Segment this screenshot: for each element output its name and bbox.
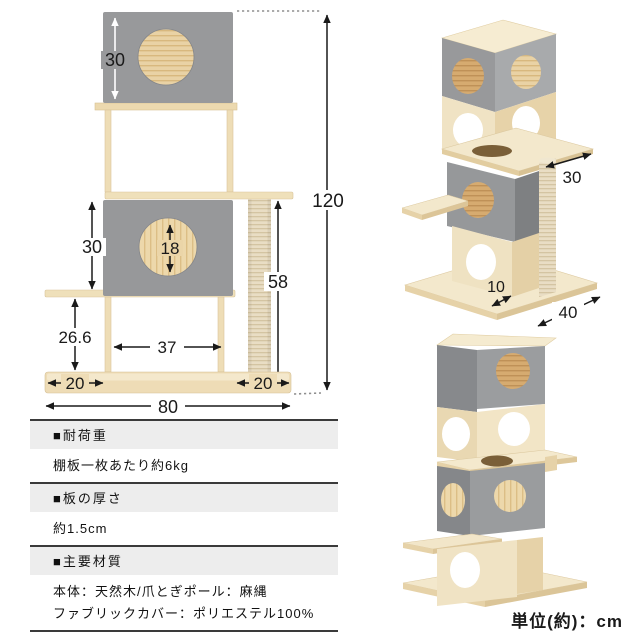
dim-label-bg <box>310 190 345 210</box>
scratching-pole <box>248 199 271 373</box>
dim-label-shelf-depth: 30 <box>563 168 582 187</box>
spec-value-load-capacity: 棚板一枚あたり約6kg <box>30 449 338 484</box>
dim-label-bg <box>150 338 184 356</box>
unit-note: 単位(約)：cm <box>511 612 623 631</box>
dim-label-pole-height: 58 <box>268 272 288 292</box>
cube-hole <box>496 353 530 389</box>
dim-label-top-box-height: 30 <box>105 50 125 70</box>
spec-materials-line2: ファブリックカバー：ポリエステル100% <box>53 606 315 621</box>
frame-right-stile <box>226 109 234 193</box>
spec-materials-line1: 本体：天然木/爪とぎポール：麻縄 <box>53 584 268 599</box>
spec-header-load-capacity: ■耐荷重 <box>30 421 338 449</box>
dim-label-lower-box-height: 30 <box>82 237 102 257</box>
front-view-diagram: 30 58 18 30 26.6 37 <box>44 10 345 417</box>
mid-front-hole <box>498 412 530 446</box>
shelf-hole <box>481 455 513 467</box>
dim-line-board-depth <box>491 295 512 307</box>
dim-label-bg <box>78 238 106 256</box>
upper-right-shelf <box>104 191 294 200</box>
mid-shelf-edge <box>422 201 468 220</box>
dim-label-base-center: 37 <box>158 338 177 357</box>
lower-left-post <box>104 296 112 373</box>
dim-label-base-right: 20 <box>254 374 273 393</box>
lower-left-shelf-edge <box>403 543 433 554</box>
lower-panel-side <box>517 537 543 594</box>
cube-left-hole <box>452 58 484 94</box>
dim-label-total-height: 120 <box>312 191 344 212</box>
dim-label-bg <box>151 397 185 416</box>
projection-line-bottom <box>293 392 322 395</box>
base-right-edge <box>485 582 587 607</box>
spec-header-materials: ■主要材質 <box>30 547 338 575</box>
dim-label-shelf-to-base: 26.6 <box>58 328 91 347</box>
cube-right-hole <box>511 55 541 89</box>
lower-box-hole <box>462 182 494 218</box>
pole-shade <box>248 199 252 373</box>
pole-top <box>539 157 556 164</box>
dim-label-bg <box>101 51 129 69</box>
spec-header-board-thickness: ■板の厚さ <box>30 484 338 512</box>
angled-view-front: 30 10 40 <box>401 19 601 327</box>
dim-label-base-depth: 40 <box>559 303 578 322</box>
mid-side-hole <box>442 417 470 451</box>
dim-label-bg <box>264 272 292 291</box>
base-board-highlight <box>47 373 289 381</box>
shelf-hole <box>472 145 512 157</box>
dim-label-bg <box>61 374 89 392</box>
lower-panel-side <box>512 232 542 297</box>
dim-label-bg <box>54 328 96 346</box>
lower-right-post <box>217 296 225 373</box>
dim-line-shelf-depth <box>545 152 592 169</box>
dim-label-base-left: 20 <box>66 374 85 393</box>
lower-panel-hole <box>466 244 496 280</box>
angled-view-back <box>402 333 588 607</box>
dim-label-bg <box>249 374 277 392</box>
lower-box-right-face <box>515 169 545 242</box>
dim-label-hole-diameter: 18 <box>161 239 180 258</box>
base-front-edge <box>405 285 497 320</box>
dim-label-bg <box>552 302 584 321</box>
shelf-front-edge <box>442 149 519 176</box>
mid-left-hole <box>453 113 483 147</box>
top-box-hole <box>137 28 195 86</box>
lower-panel-hole <box>450 552 480 588</box>
dim-label-bg <box>157 240 183 256</box>
lower-box-side-hole <box>441 483 465 517</box>
spec-value-board-thickness: 約1.5cm <box>30 512 338 547</box>
frame-left-stile <box>104 109 112 193</box>
mid-shelf-edge <box>402 208 422 220</box>
dim-label-base-width: 80 <box>158 397 178 417</box>
cube-top-face <box>436 333 557 347</box>
cube-side-face <box>437 345 477 412</box>
top-box-bottom-board <box>94 102 238 111</box>
spec-table: ■耐荷重 棚板一枚あたり約6kg ■板の厚さ 約1.5cm ■主要材質 本体：天… <box>30 419 338 632</box>
spec-value-materials: 本体：天然木/爪とぎポール：麻縄 ファブリックカバー：ポリエステル100% <box>30 575 338 632</box>
shelf-support <box>545 455 557 472</box>
dim-label-board-depth: 10 <box>487 279 505 296</box>
lower-box-front-hole <box>494 480 526 512</box>
scratching-pole-3d <box>539 158 556 297</box>
